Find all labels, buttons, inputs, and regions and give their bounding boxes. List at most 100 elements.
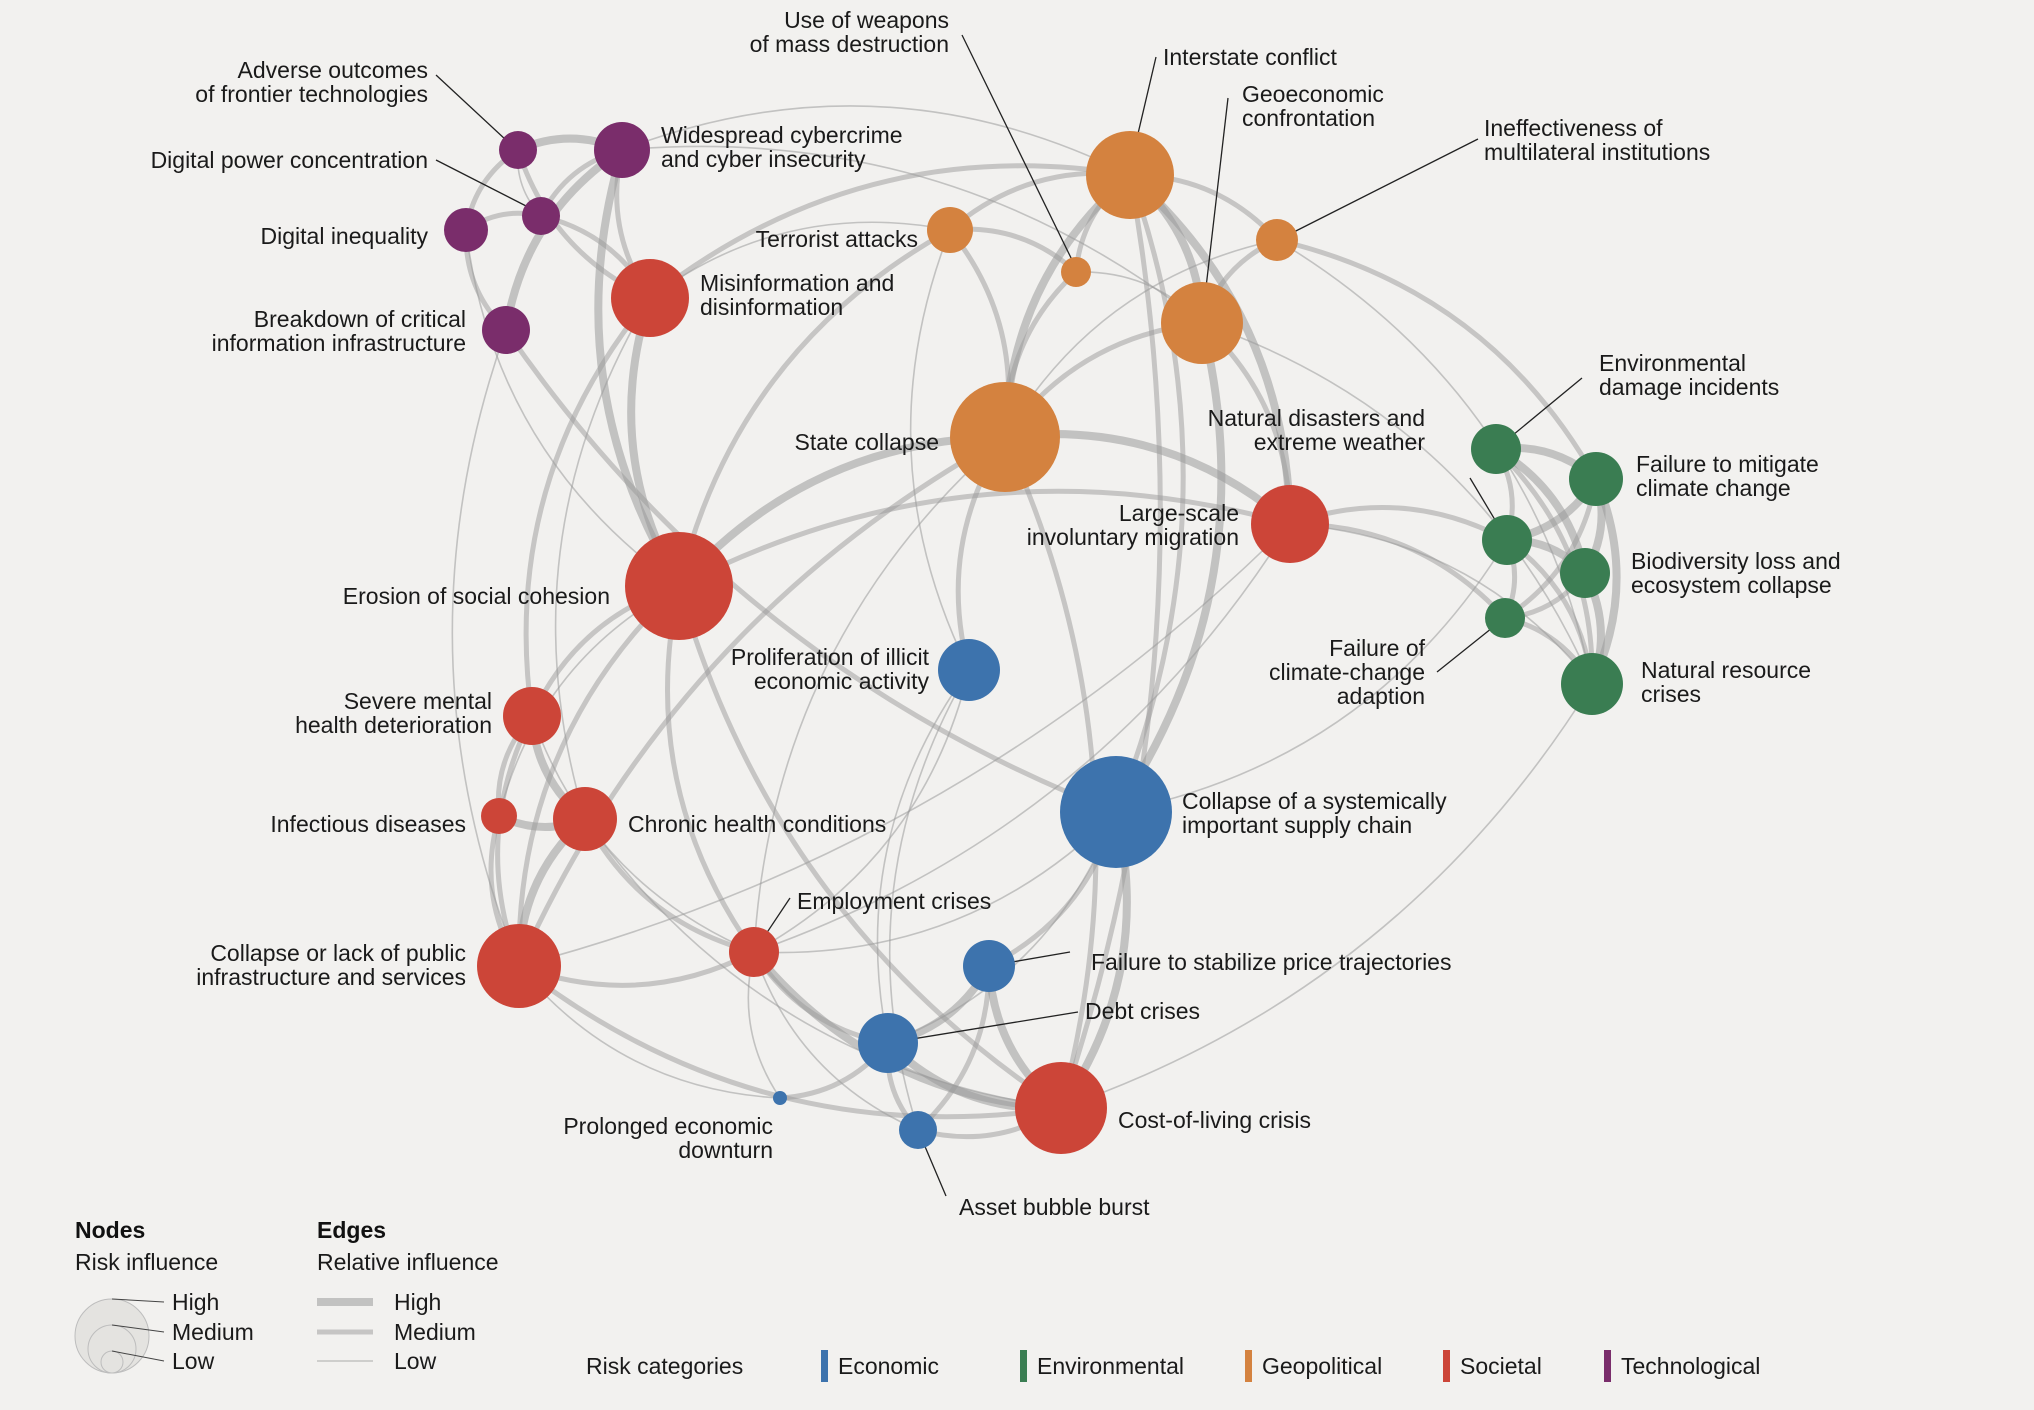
edge-mental-health-to-employment <box>531 715 755 953</box>
node-multilateral[interactable] <box>1256 219 1298 261</box>
node-adverse-outcomes[interactable] <box>499 131 537 169</box>
node-chronic[interactable] <box>553 787 617 851</box>
legend-category-societal: Societal <box>1460 1353 1542 1379</box>
label-employment: Employment crises <box>797 888 991 914</box>
label-prolonged-downturn-line-2: downturn <box>678 1137 773 1163</box>
label-social-cohesion-line-1: Erosion of social cohesion <box>343 583 610 609</box>
edge-geoeconomic-to-natural-resource <box>1201 322 1593 685</box>
label-debt-line-1: Debt crises <box>1085 998 1200 1024</box>
node-asset-bubble[interactable] <box>899 1111 937 1149</box>
label-multilateral-line-2: multilateral institutions <box>1484 139 1710 165</box>
leader-line-debt <box>887 1011 1079 1044</box>
node-state-collapse[interactable] <box>950 382 1060 492</box>
legend-category-environmental: Environmental <box>1037 1353 1184 1379</box>
node-mental-health[interactable] <box>503 687 561 745</box>
node-public-infrastructure[interactable] <box>477 924 561 1008</box>
edge-misinformation-to-mental-health <box>523 295 653 719</box>
node-climate-adaption[interactable] <box>1485 598 1525 638</box>
label-cost-of-living-line-1: Cost-of-living crisis <box>1118 1107 1311 1133</box>
node-terrorist[interactable] <box>927 207 973 253</box>
edge-illicit-to-debt <box>876 669 970 1044</box>
nodes-layer <box>444 122 1623 1154</box>
label-social-cohesion: Erosion of social cohesion <box>343 583 610 609</box>
legend-node-level-high: High <box>172 1289 219 1315</box>
edge-misinformation-to-terrorist <box>649 221 951 299</box>
label-price: Failure to stabilize price trajectories <box>1091 949 1451 975</box>
leader-line-multilateral <box>1277 138 1479 241</box>
label-breakdown-infrastructure-line-1: Breakdown of critical <box>254 306 466 332</box>
label-env-damage-line-2: damage incidents <box>1599 374 1779 400</box>
node-illicit[interactable] <box>938 639 1000 701</box>
label-climate-mitigate-line-1: Failure to mitigate <box>1636 451 1819 477</box>
legend-edge-level-medium: Medium <box>394 1319 476 1345</box>
node-social-cohesion[interactable] <box>625 532 733 640</box>
label-digital-inequality-line-1: Digital inequality <box>261 223 429 249</box>
label-illicit-line-2: economic activity <box>754 668 930 694</box>
node-climate-mitigate[interactable] <box>1569 452 1623 506</box>
label-digital-inequality: Digital inequality <box>261 223 429 249</box>
label-natural-resource-line-2: crises <box>1641 681 1701 707</box>
node-breakdown-infrastructure[interactable] <box>482 306 530 354</box>
edge-digital-inequality-to-social-cohesion <box>465 229 680 587</box>
label-natural-resource-line-1: Natural resource <box>1641 657 1811 683</box>
edge-natural-resource-to-migration <box>1289 523 1593 685</box>
label-geoeconomic-line-1: Geoeconomic <box>1242 81 1384 107</box>
node-natural-disasters[interactable] <box>1482 515 1532 565</box>
edge-migration-to-social-cohesion <box>676 488 1293 589</box>
node-digital-inequality[interactable] <box>444 208 488 252</box>
node-price[interactable] <box>963 940 1015 992</box>
legend-edges-title: Edges <box>317 1217 386 1243</box>
label-migration-line-1: Large-scale <box>1119 500 1239 526</box>
edge-natural-resource-to-cost-of-living <box>1060 683 1593 1109</box>
node-digital-power[interactable] <box>522 197 560 235</box>
label-supply-chain-line-2: important supply chain <box>1182 812 1412 838</box>
label-cost-of-living: Cost-of-living crisis <box>1118 1107 1311 1133</box>
label-climate-adaption-line-3: adaption <box>1337 683 1425 709</box>
edge-misinformation-to-chronic <box>554 297 651 820</box>
legend-nodes-title: Nodes <box>75 1217 145 1243</box>
legend-node-size-low <box>100 1350 124 1374</box>
node-infectious[interactable] <box>481 798 517 834</box>
leader-line-adverse-outcomes <box>435 74 507 141</box>
node-natural-resource[interactable] <box>1561 653 1623 715</box>
node-migration[interactable] <box>1251 485 1329 563</box>
label-interstate: Interstate conflict <box>1163 44 1337 70</box>
node-cybercrime[interactable] <box>594 122 650 178</box>
node-geoeconomic[interactable] <box>1161 282 1243 364</box>
node-env-damage[interactable] <box>1471 424 1521 474</box>
label-asset-bubble: Asset bubble burst <box>959 1194 1150 1220</box>
node-biodiversity[interactable] <box>1560 548 1610 598</box>
legend-swatch-economic <box>821 1350 828 1382</box>
node-employment[interactable] <box>729 927 779 977</box>
label-infectious: Infectious diseases <box>270 811 466 837</box>
label-chronic: Chronic health conditions <box>628 811 886 837</box>
node-misinformation[interactable] <box>611 259 689 337</box>
node-supply-chain[interactable] <box>1060 756 1172 868</box>
label-climate-mitigate-line-2: climate change <box>1636 475 1791 501</box>
label-misinformation-line-1: Misinformation and <box>700 270 894 296</box>
node-interstate[interactable] <box>1086 131 1174 219</box>
node-prolonged-downturn[interactable] <box>773 1091 787 1105</box>
node-cost-of-living[interactable] <box>1015 1062 1107 1154</box>
label-state-collapse: State collapse <box>795 429 939 455</box>
edges-layer <box>451 105 1621 1140</box>
legend-node-leader-high <box>111 1298 165 1303</box>
node-debt[interactable] <box>858 1013 918 1073</box>
node-wmd[interactable] <box>1061 257 1091 287</box>
label-adverse-outcomes-line-1: Adverse outcomes <box>238 57 428 83</box>
edge-chronic-to-employment <box>582 816 757 955</box>
legend-node-leader-low <box>111 1350 165 1362</box>
label-natural-disasters-line-2: extreme weather <box>1254 429 1426 455</box>
